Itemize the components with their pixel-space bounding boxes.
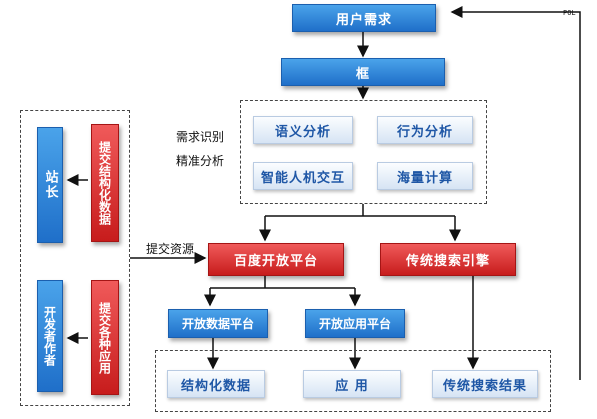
- left-group: [20, 110, 130, 406]
- traditional-results-box: 传统搜索结果: [432, 370, 538, 398]
- traditional-search-box: 传统搜索引擎: [380, 243, 516, 276]
- structured-data-result-box: 结构化数据: [167, 370, 265, 398]
- user-demand-box: 用户需求: [292, 4, 436, 32]
- corner-text: POL: [563, 9, 576, 17]
- apps-result-box: 应 用: [303, 370, 401, 398]
- precise-analysis-label: 精准分析: [176, 154, 225, 168]
- analysis-group: [240, 100, 487, 204]
- demand-recognition-label: 需求识别: [176, 130, 225, 144]
- open-app-platform-box: 开放应用平台: [305, 309, 405, 338]
- webmaster-box: 站长: [37, 127, 63, 243]
- frame-box: 框: [281, 58, 445, 86]
- submit-structured-box: 提交结构化数据: [91, 124, 119, 242]
- semantic-analysis-box: 语义分析: [253, 116, 353, 144]
- smart-interaction-box: 智能人机交互: [253, 162, 353, 190]
- baidu-open-platform-box: 百度开放平台: [208, 243, 344, 276]
- behavior-analysis-box: 行为分析: [377, 116, 473, 144]
- submit-resources-label: 提交资源: [146, 242, 195, 256]
- massive-computing-box: 海量计算: [377, 162, 473, 190]
- developer-box: 开发者作者: [37, 280, 63, 392]
- submit-apps-box: 提交各种应用: [91, 280, 119, 395]
- open-data-platform-box: 开放数据平台: [168, 309, 268, 338]
- results-group: [155, 350, 551, 412]
- arrow-feedback-loop: [450, 6, 581, 380]
